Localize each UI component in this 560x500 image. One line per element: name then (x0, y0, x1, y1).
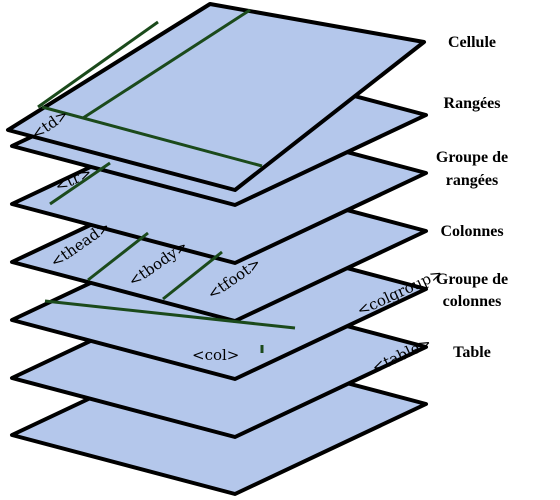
col-tag: <col> (192, 346, 239, 364)
label-colonnes: Colonnes (440, 223, 503, 240)
column-divider-line (44, 299, 296, 330)
cell-column-line-1 (82, 8, 251, 120)
label-groupe-colonnes-1: Groupe de (436, 271, 508, 288)
row-divider-line (49, 161, 111, 206)
cell-row-line (41, 105, 263, 168)
label-groupe-rangees-1: Groupe de (436, 149, 508, 166)
cell-plane (6, 2, 426, 192)
label-table: Table (453, 344, 491, 361)
row-group-divider-2 (162, 250, 223, 301)
cell-column-line-2 (37, 20, 159, 109)
label-cellule: Cellule (448, 34, 496, 51)
label-groupe-rangees-2: rangées (446, 172, 498, 189)
label-rangees: Rangées (444, 95, 501, 112)
label-groupe-colonnes-2: colonnes (443, 293, 502, 310)
row-group-divider-1 (87, 231, 149, 282)
